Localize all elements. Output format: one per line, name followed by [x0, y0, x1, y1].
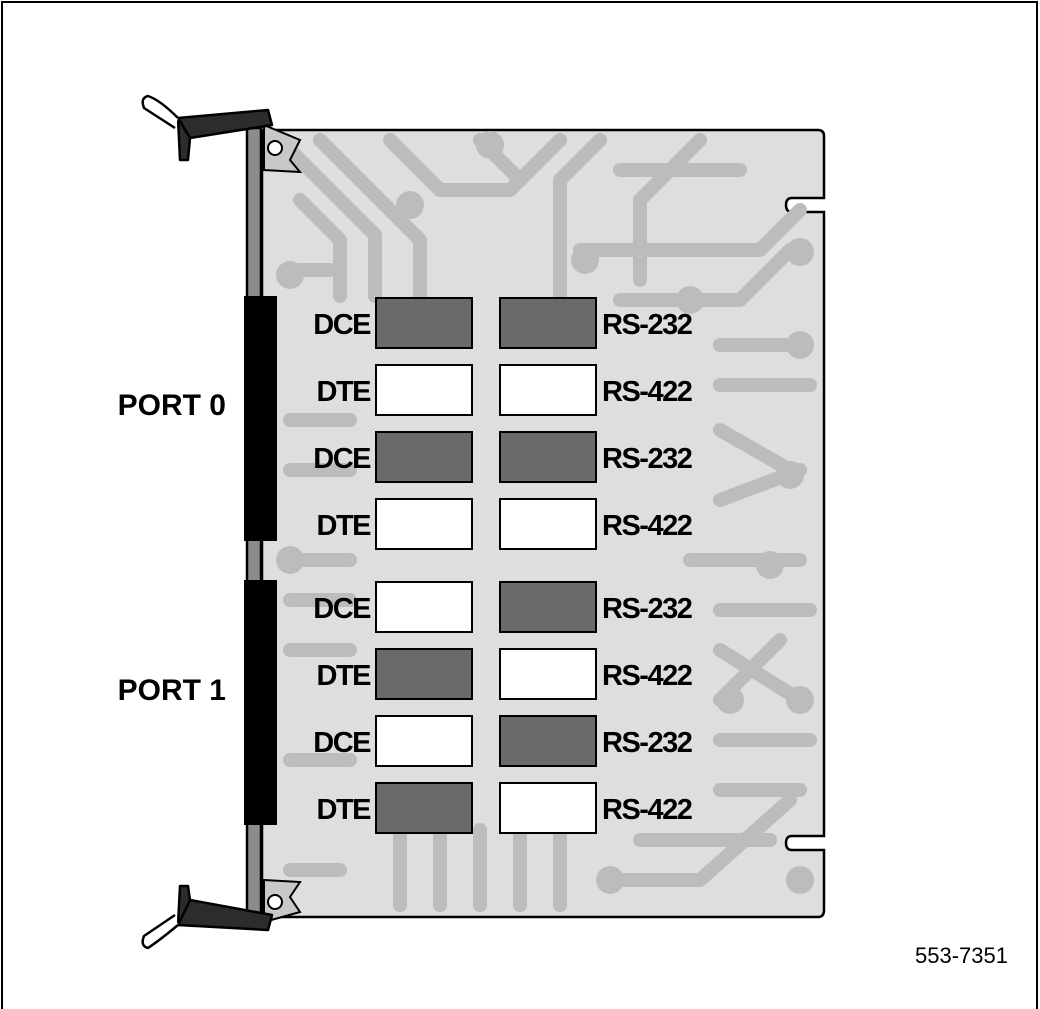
- jumper-switch-mode[interactable]: [375, 715, 473, 767]
- switch-interface-label: RS-422: [602, 660, 692, 692]
- jumper-switch-mode[interactable]: [375, 782, 473, 834]
- bottom-screw-icon: [263, 878, 302, 924]
- jumper-switch-interface[interactable]: [499, 364, 597, 416]
- top-screw-icon: [263, 123, 303, 174]
- switch-mode-label: DCE: [313, 309, 371, 341]
- switch-mode-label: DTE: [317, 510, 372, 542]
- jumper-switch-mode[interactable]: [375, 431, 473, 483]
- jumper-switch-interface[interactable]: [499, 648, 597, 700]
- switch-interface-label: RS-232: [602, 593, 692, 625]
- switch-interface-label: RS-232: [602, 443, 692, 475]
- jumper-switch-mode[interactable]: [375, 297, 473, 349]
- figure-part-number: 553-7351: [915, 943, 1008, 968]
- jumper-switch-interface[interactable]: [499, 715, 597, 767]
- jumper-switch-interface[interactable]: [499, 581, 597, 633]
- jumper-switch-interface[interactable]: [499, 297, 597, 349]
- circuit-pads: [276, 131, 814, 894]
- switch-mode-label: DCE: [313, 593, 371, 625]
- connector-port-0: [244, 296, 277, 541]
- switch-mode-label: DCE: [313, 727, 371, 759]
- switch-interface-label: RS-422: [602, 376, 692, 408]
- switch-mode-label: DTE: [317, 376, 372, 408]
- jumper-switch-mode[interactable]: [375, 581, 473, 633]
- jumper-switch-mode[interactable]: [375, 364, 473, 416]
- top-ejector-lever-icon: [141, 94, 274, 162]
- switch-interface-label: RS-232: [602, 309, 692, 341]
- port-label: PORT 0: [118, 389, 226, 422]
- switch-mode-label: DTE: [317, 660, 372, 692]
- jumper-switch-interface[interactable]: [499, 782, 597, 834]
- jumper-switch-mode[interactable]: [375, 498, 473, 550]
- jumper-switch-interface[interactable]: [499, 498, 597, 550]
- switch-mode-label: DCE: [313, 443, 371, 475]
- bottom-ejector-lever-icon: [141, 884, 274, 950]
- jumper-switch-mode[interactable]: [375, 648, 473, 700]
- port-label: PORT 1: [118, 674, 226, 707]
- switch-interface-label: RS-232: [602, 727, 692, 759]
- switch-mode-label: DTE: [317, 794, 372, 826]
- connector-port-1: [244, 580, 277, 825]
- switch-interface-label: RS-422: [602, 794, 692, 826]
- switch-interface-label: RS-422: [602, 510, 692, 542]
- jumper-switch-interface[interactable]: [499, 431, 597, 483]
